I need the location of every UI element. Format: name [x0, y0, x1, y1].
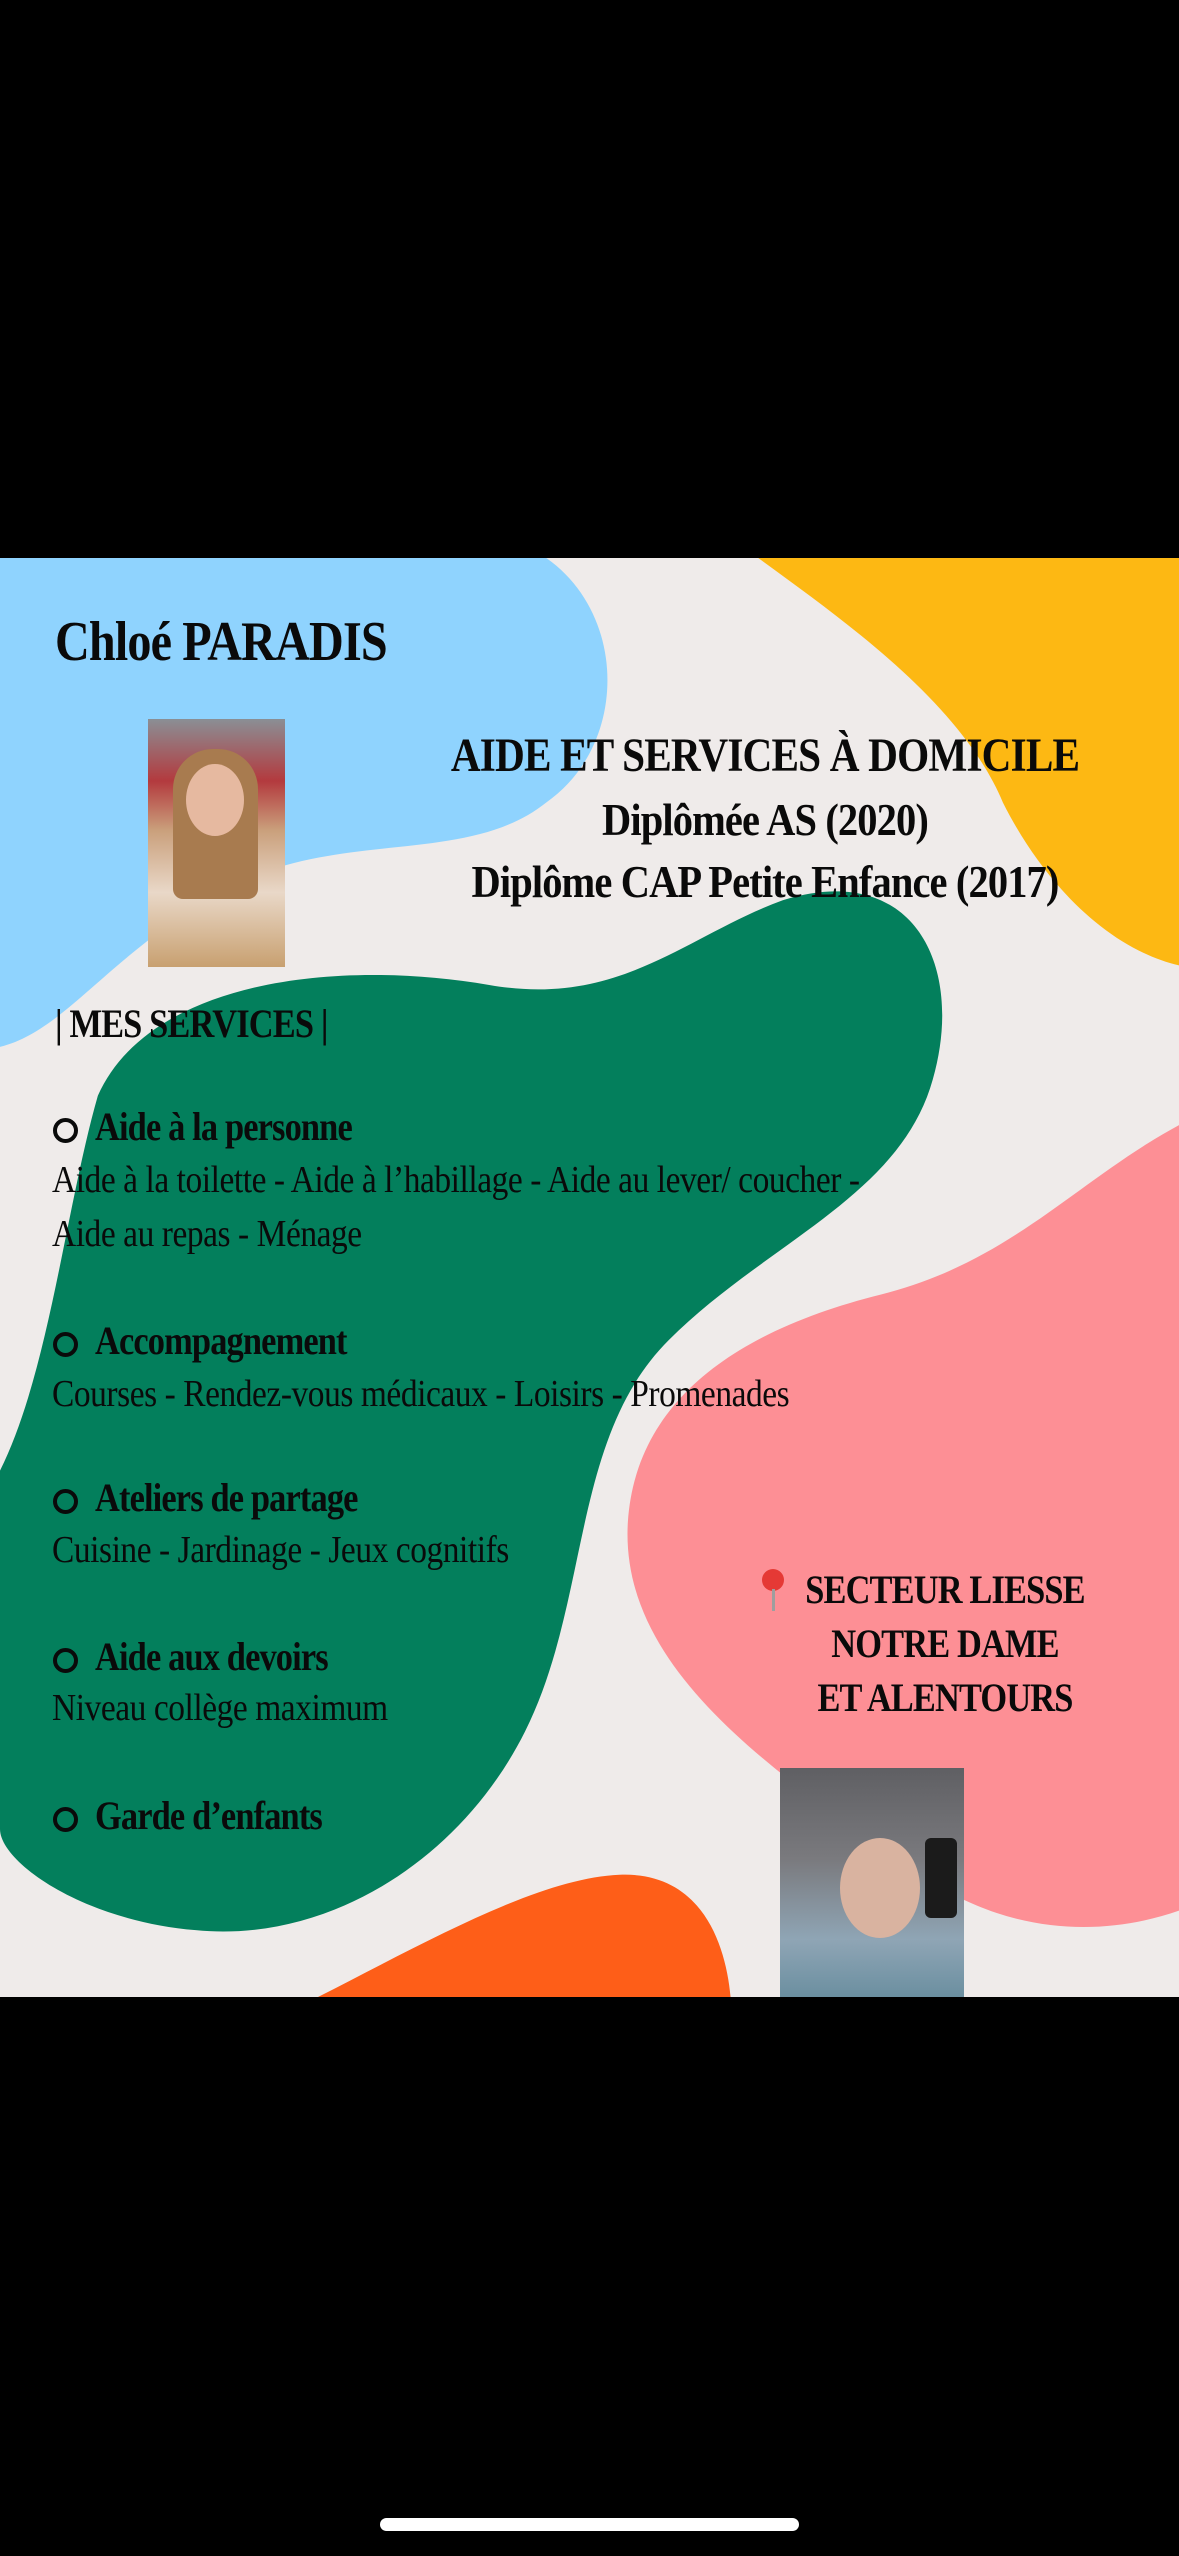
service-description: Niveau collège maximum: [52, 1687, 388, 1729]
area-line: ET ALENTOURS: [817, 1675, 1073, 1720]
round-pushpin-icon: [762, 1569, 784, 1611]
diploma-as: Diplômée AS (2020): [602, 794, 929, 845]
service-description: Aide à la toilette - Aide à l’habillage …: [52, 1159, 860, 1201]
service-title: Ateliers de partage: [95, 1475, 358, 1520]
service-description: Cuisine - Jardinage - Jeux cognitifs: [52, 1529, 509, 1571]
yellow-blob: [758, 558, 1179, 966]
green-blob: [0, 891, 943, 1932]
diploma-cap: Diplôme CAP Petite Enfance (2017): [471, 856, 1059, 907]
circle-bullet-icon: [53, 1332, 78, 1357]
person-name: Chloé PARADIS: [55, 611, 388, 673]
circle-bullet-icon: [53, 1118, 78, 1143]
circle-bullet-icon: [53, 1489, 78, 1514]
orange-blob: [317, 1874, 731, 1997]
service-title: Accompagnement: [95, 1318, 348, 1363]
headline: AIDE ET SERVICES À DOMICILE: [450, 729, 1080, 782]
circle-bullet-icon: [53, 1807, 78, 1832]
circle-bullet-icon: [53, 1648, 78, 1673]
services-title: | MES SERVICES |: [55, 1001, 328, 1046]
service-description: Courses - Rendez-vous médicaux - Loisirs…: [52, 1373, 790, 1415]
area-line: SECTEUR LIESSE: [805, 1567, 1085, 1612]
service-area: SECTEUR LIESSE NOTRE DAME ET ALENTOURS: [755, 1563, 1135, 1725]
pink-blob: [627, 1125, 1179, 1928]
service-title: Aide à la personne: [95, 1104, 353, 1149]
service-title: Garde d’enfants: [95, 1793, 323, 1838]
service-description: Aide au repas - Ménage: [52, 1213, 362, 1255]
home-indicator[interactable]: [380, 2518, 799, 2531]
area-line: NOTRE DAME: [831, 1621, 1059, 1666]
flyer-image: Chloé PARADIS AIDE ET SERVICES À DOMICIL…: [0, 558, 1179, 1997]
profile-photo: [148, 719, 285, 967]
service-title: Aide aux devoirs: [95, 1634, 329, 1679]
selfie-photo: [780, 1768, 964, 1997]
